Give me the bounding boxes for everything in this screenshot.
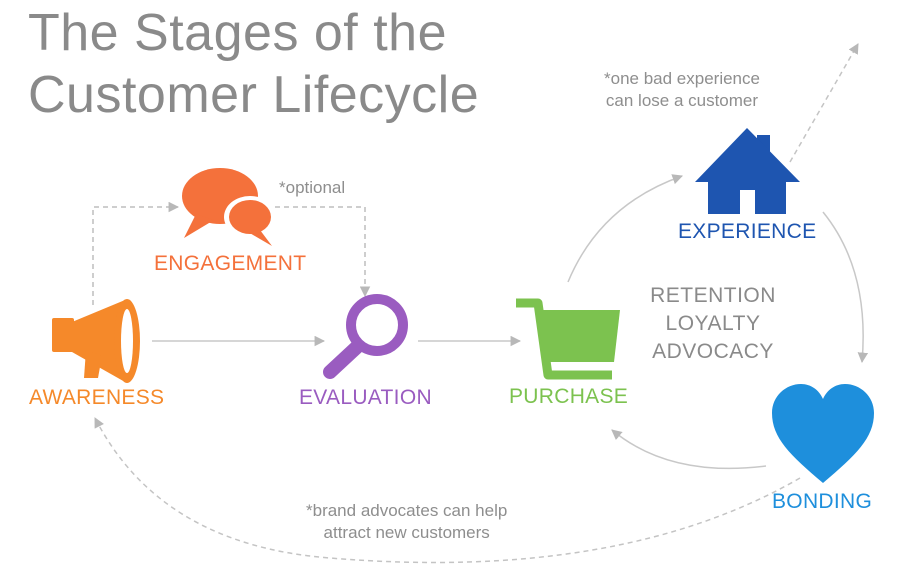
center-text-loyalty: LOYALTY [665, 312, 761, 335]
title-line-2: Customer Lifecycle [28, 66, 480, 124]
arrow-customer-exit [789, 43, 859, 163]
stage-label-awareness: AWARENESS [29, 386, 165, 409]
bad-experience-note: *one bad experience can lose a customer [604, 68, 760, 112]
stage-label-bonding: BONDING [772, 490, 873, 513]
title-line-1: The Stages of the [28, 4, 447, 62]
stage-label-experience: EXPERIENCE [678, 220, 817, 243]
optional-path-to-engagement [92, 201, 180, 305]
arrow-purchase-to-experience [567, 174, 683, 283]
house-icon [695, 128, 800, 214]
stage-label-evaluation: EVALUATION [299, 386, 432, 409]
stage-label-purchase: PURCHASE [509, 385, 629, 408]
advocates-note-line-2: attract new customers [323, 523, 490, 542]
bad-experience-note-line-2: can lose a customer [605, 91, 759, 110]
bad-experience-note-line-1: *one bad experience [604, 69, 760, 88]
cycle-center-text: RETENTION LOYALTY ADVOCACY [618, 282, 808, 366]
stage-label-engagement: ENGAGEMENT [154, 252, 307, 275]
advocates-note: *brand advocates can help attract new cu… [306, 500, 507, 544]
arrow-bonding-to-awareness [94, 417, 801, 564]
shopping-cart-icon [516, 298, 620, 380]
arrow-bonding-to-purchase [611, 429, 767, 470]
chat-bubbles-icon [182, 168, 276, 246]
megaphone-icon [52, 299, 140, 383]
optional-path-to-evaluation [275, 206, 371, 298]
center-text-retention: RETENTION [650, 284, 776, 307]
advocates-note-line-1: *brand advocates can help [306, 501, 508, 520]
magnifier-icon [323, 294, 408, 379]
center-text-advocacy: ADVOCACY [652, 340, 774, 363]
optional-note: *optional [279, 178, 346, 197]
arrow-experience-to-bonding [822, 211, 869, 364]
heart-icon [772, 384, 874, 483]
page-title: The Stages of the Customer Lifecycle [28, 2, 479, 126]
